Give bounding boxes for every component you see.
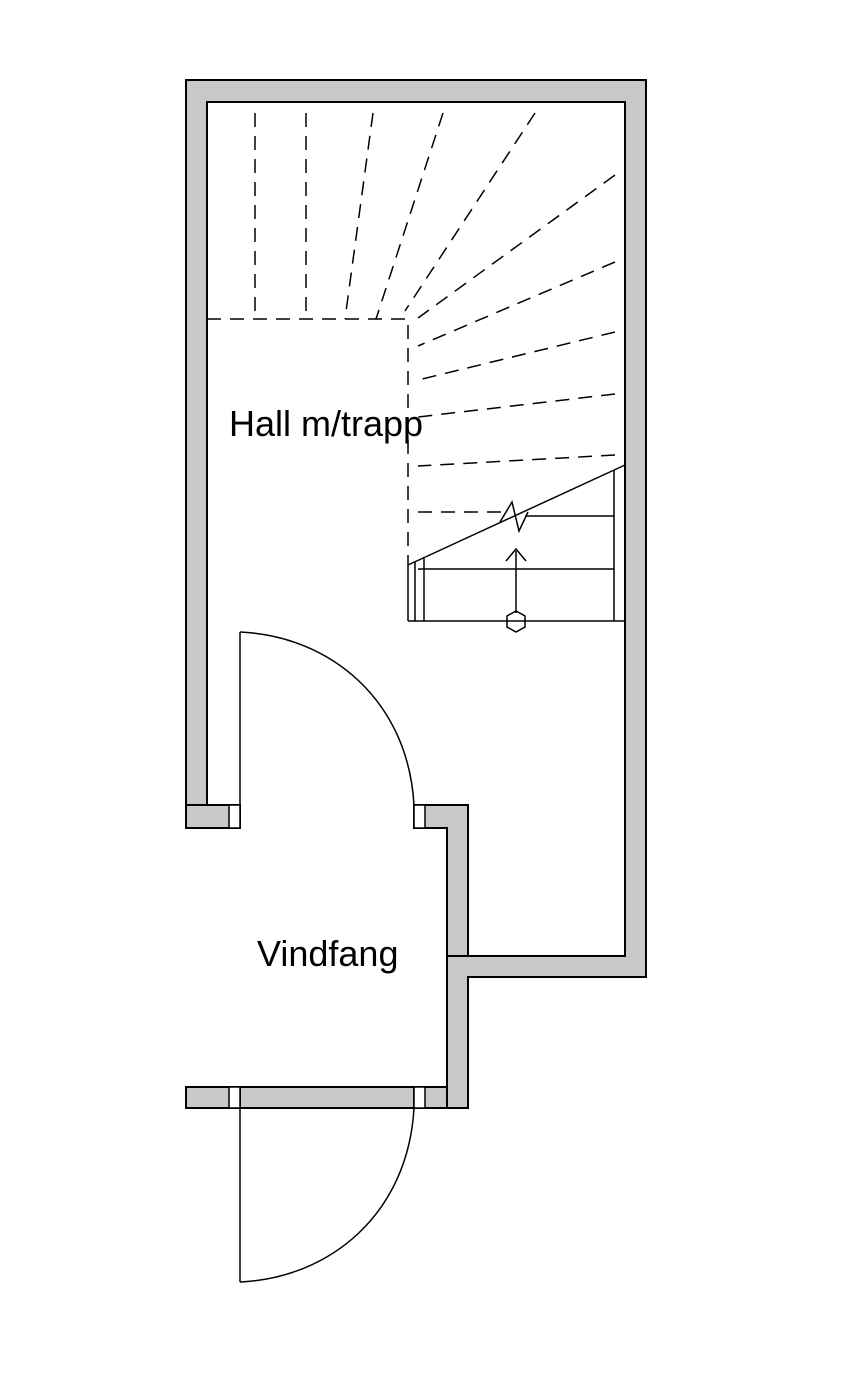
staircase <box>207 112 626 633</box>
inner-door-swing <box>239 631 415 806</box>
room-label-vindfang: Vindfang <box>257 933 398 974</box>
entrance-door-swing <box>239 1107 415 1283</box>
door-openings <box>185 828 208 1086</box>
break-line-icon <box>499 500 529 534</box>
stair-direction-arrow-icon <box>505 547 527 633</box>
room-label-hall: Hall m/trapp <box>229 403 423 444</box>
door-jambs <box>228 804 426 1109</box>
